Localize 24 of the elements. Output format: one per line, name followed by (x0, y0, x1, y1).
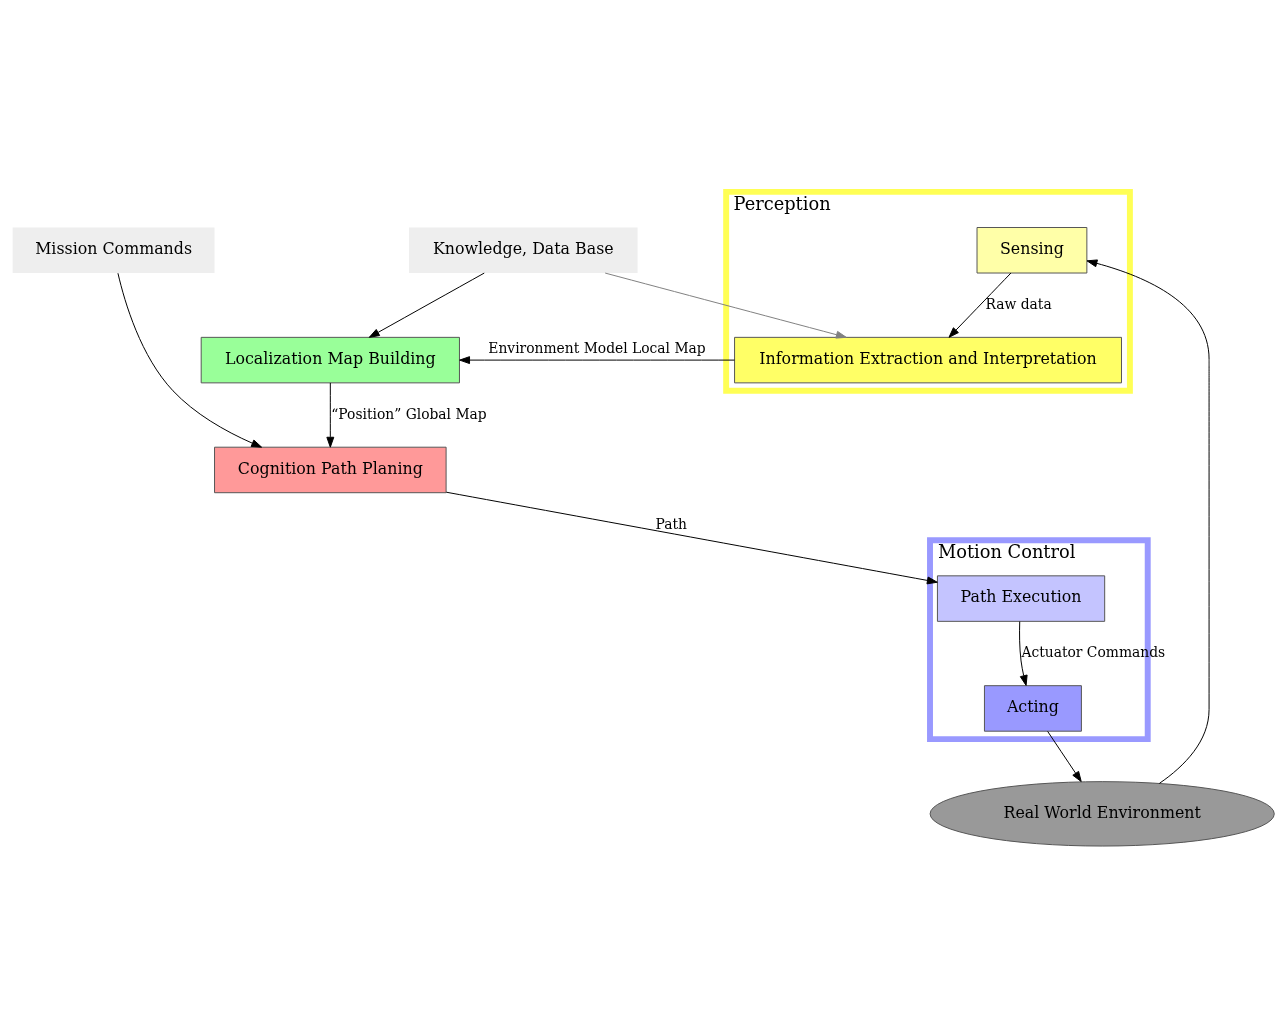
arrow (1047, 730, 1082, 783)
arrow (117, 272, 263, 448)
arrow (368, 272, 485, 338)
arrow (445, 491, 938, 585)
arrow (604, 272, 847, 339)
node-box: Cognition Path Planing (214, 446, 447, 494)
node-box: Sensing (976, 227, 1088, 274)
node-box: Knowledge, Data Base (409, 227, 638, 273)
arrow (459, 356, 735, 365)
node-box: Acting (983, 685, 1082, 732)
node-box: Path Execution (936, 575, 1106, 622)
edge-label: Actuator Commands (1021, 644, 1166, 661)
edge-label: “Position” Global Map (331, 405, 487, 422)
arrow (1019, 621, 1028, 686)
node-ellipse: Real World Environment (929, 781, 1275, 847)
edge-label: Path (655, 515, 687, 532)
arrow (948, 272, 1012, 338)
edge-label: Raw data (985, 295, 1052, 312)
node-box: Mission Commands (12, 227, 215, 273)
edge-label: Environment Model Local Map (488, 340, 706, 357)
arrow (326, 382, 335, 448)
arrow (1086, 259, 1210, 784)
node-box: Information Extraction and Interpretation (734, 336, 1122, 384)
node-box: Localization Map Building (200, 336, 460, 384)
